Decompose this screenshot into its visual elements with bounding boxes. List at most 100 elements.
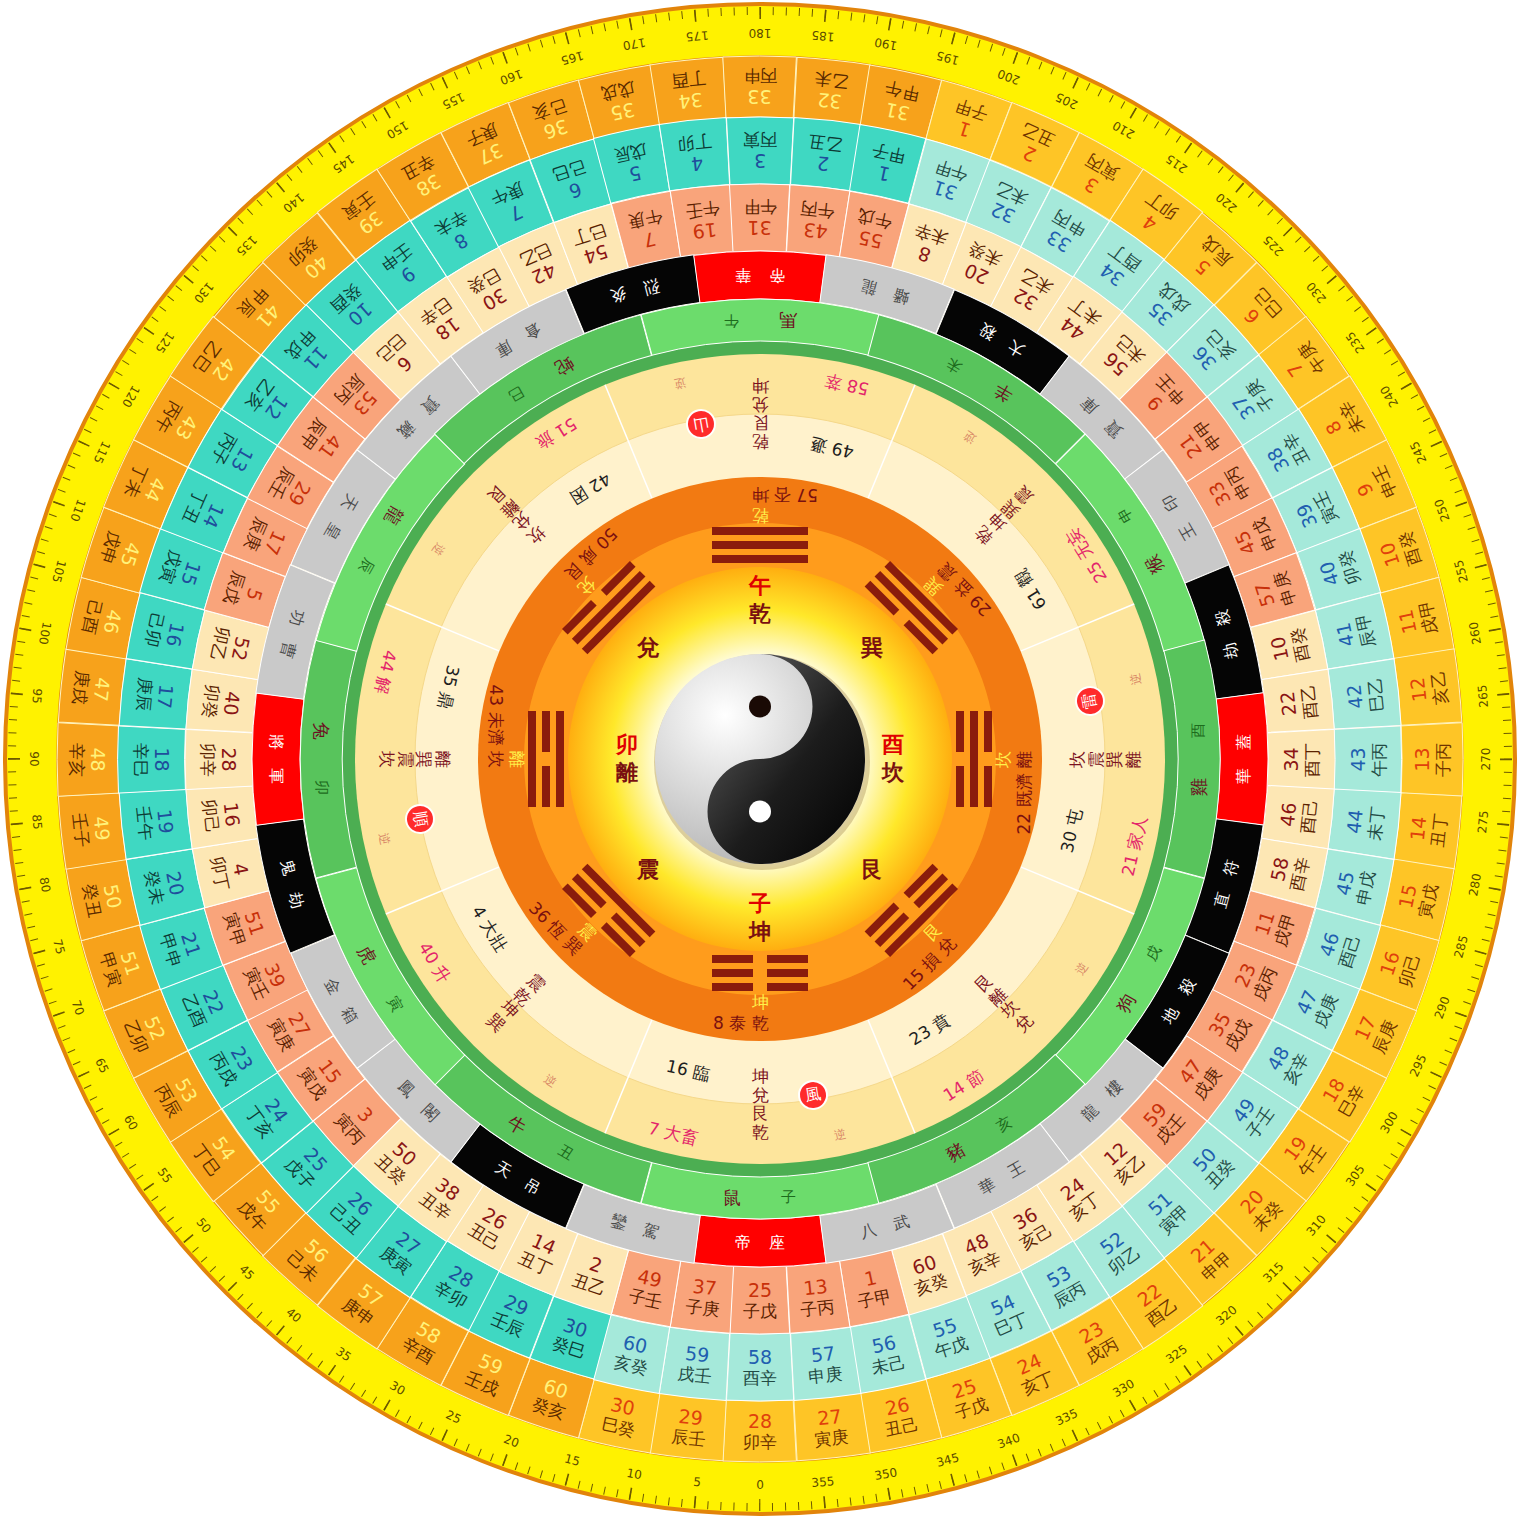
lower-trigram: 坎: [485, 751, 505, 768]
branch-stem: 子丙: [800, 1297, 836, 1320]
teal-cycle-cell-outline: [1328, 786, 1402, 860]
zodiac-cell-outline: [859, 1049, 1093, 1217]
degree-number: 90: [26, 751, 40, 766]
hexagram-name: 8 泰: [713, 1014, 746, 1034]
red-marker: 風: [796, 1078, 830, 1112]
cycle-number: 47: [89, 677, 113, 703]
degree-number: 5: [692, 1476, 701, 1490]
trigram-stack: 坎兌離艮: [484, 483, 549, 548]
degree-number: 290: [1433, 995, 1454, 1021]
cycle-number: 43: [802, 218, 828, 242]
dragon-cell: 40卯癸: [185, 672, 257, 732]
outer-cycle-cell: 49壬子: [57, 793, 125, 866]
degree-number: 115: [90, 438, 112, 465]
cycle-number: 40: [219, 690, 243, 716]
cycle-number: 28: [748, 1411, 772, 1433]
red-marker-circle: [404, 803, 436, 835]
trigram-stack: 坤兌艮乾: [752, 1067, 769, 1142]
cycle-number: 29: [678, 1406, 704, 1430]
degree-number: 280: [1467, 873, 1485, 898]
zodiac-cell-outline: [302, 426, 470, 660]
branch-stem: 午甲: [743, 197, 777, 217]
zodiac-cell-outline: [859, 301, 1093, 469]
hexagram-name: 22 既濟: [1015, 773, 1035, 834]
marker-char: 雷: [1079, 691, 1100, 710]
stem-branch: 未丁: [1365, 806, 1388, 842]
stem-branch: 巳乙: [1365, 676, 1388, 712]
stem-branch: 亥乙: [1428, 670, 1451, 706]
direction-note: 逆: [673, 374, 688, 390]
earthly-branch: 午: [723, 311, 738, 328]
lower-trigram: 離: [1015, 751, 1035, 768]
outer-cycle-cell: 12亥乙: [1395, 652, 1463, 725]
degree-number: 245: [1408, 438, 1430, 465]
direction-note: 逆: [542, 1073, 560, 1091]
dragon-cell: 46酉己: [1262, 786, 1334, 846]
degree-number: 125: [152, 329, 176, 356]
degree-number: 95: [28, 687, 43, 703]
zodiac-cell-outline: [1050, 858, 1218, 1092]
upper-trigram: 乾: [752, 505, 769, 525]
trigram-name: 坎: [882, 760, 904, 785]
teal-cycle-cell-outline: [1334, 725, 1402, 792]
star-name: 帝華: [718, 266, 803, 284]
zodiac-cell-shape: [652, 299, 868, 341]
branch-stem: 卯癸: [199, 683, 222, 719]
outer-cycle-cell: 47庚戌: [57, 652, 125, 725]
dragon-cell: 19午壬: [673, 184, 733, 256]
zodiac-cell: 午馬: [652, 299, 868, 341]
trigram-name: 兌: [637, 635, 659, 660]
cycle-number: 12: [1407, 677, 1431, 703]
degree-number: 325: [1164, 1342, 1191, 1366]
outer-cycle-cell-outline: [1394, 789, 1463, 869]
marker-char: 風: [804, 1084, 823, 1105]
stem-branch: 寅庚: [813, 1427, 849, 1450]
stem-branch: 卯辛: [743, 1433, 777, 1453]
cycle-number: 19: [152, 808, 176, 834]
teal-cycle-cell-outline: [118, 786, 192, 860]
outer-cycle-cell-outline: [723, 1400, 797, 1462]
dragon-cell: 37子庚: [673, 1261, 733, 1333]
degree-number: 85: [28, 814, 43, 830]
direction-branch: 酉: [882, 732, 904, 757]
direction-branch: 子: [749, 891, 771, 916]
hexagram-label: 4 大壯: [467, 902, 510, 955]
teal-cycle-cell: 3丙寅: [730, 117, 790, 184]
degree-number: 350: [874, 1466, 899, 1484]
teal-cycle-cell: 44未丁: [1329, 789, 1402, 856]
degree-number: 185: [811, 27, 835, 43]
degree-number: 300: [1378, 1109, 1401, 1136]
star-name: 將軍: [267, 717, 285, 802]
degree-number: 165: [559, 47, 585, 66]
degree-number: 60: [121, 1112, 141, 1132]
degree-number: 10: [625, 1467, 642, 1483]
zodiac-cell-outline: [300, 640, 356, 878]
degree-number: 40: [282, 1306, 303, 1326]
degree-number: 120: [119, 382, 142, 409]
teal-cycle-cell: 57申庚: [790, 1328, 857, 1401]
red-marker: 雷: [1073, 683, 1108, 718]
outer-cycle-cell: 34丁酉: [653, 56, 726, 124]
cycle-number: 48: [86, 747, 108, 771]
hexagram-label: 23 賁: [906, 1010, 954, 1050]
trigram-stack: 坎震巽離: [1068, 751, 1143, 768]
cycle-number: 42: [1343, 683, 1367, 709]
zodiac-cell-shape: [652, 1177, 868, 1219]
teal-cycle-cell: 5戊辰: [597, 125, 670, 203]
dragon-cell-outline: [1261, 782, 1335, 849]
stem-branch: 庚戌: [69, 670, 92, 706]
outer-cycle-cell: 28卯辛: [726, 1401, 793, 1462]
degree-number: 145: [330, 151, 357, 175]
teal-cycle-cell: 2乙丑: [790, 117, 857, 190]
earthly-branch: 酉: [1190, 723, 1207, 738]
stem-branch: 戌壬: [677, 1364, 713, 1387]
degree-number: 0: [756, 1479, 764, 1493]
hexagram-label: 14 節: [940, 1066, 988, 1106]
direction-branch: 卯: [616, 732, 638, 757]
degree-number: 75: [49, 938, 66, 956]
dragon-cell: 31午甲: [733, 184, 786, 251]
red-marker-circle: [685, 408, 717, 440]
hexagram-name: 50 咸: [576, 524, 621, 569]
degree-number: 270: [1480, 748, 1494, 771]
dragon-cell: 16卯己: [185, 786, 257, 846]
